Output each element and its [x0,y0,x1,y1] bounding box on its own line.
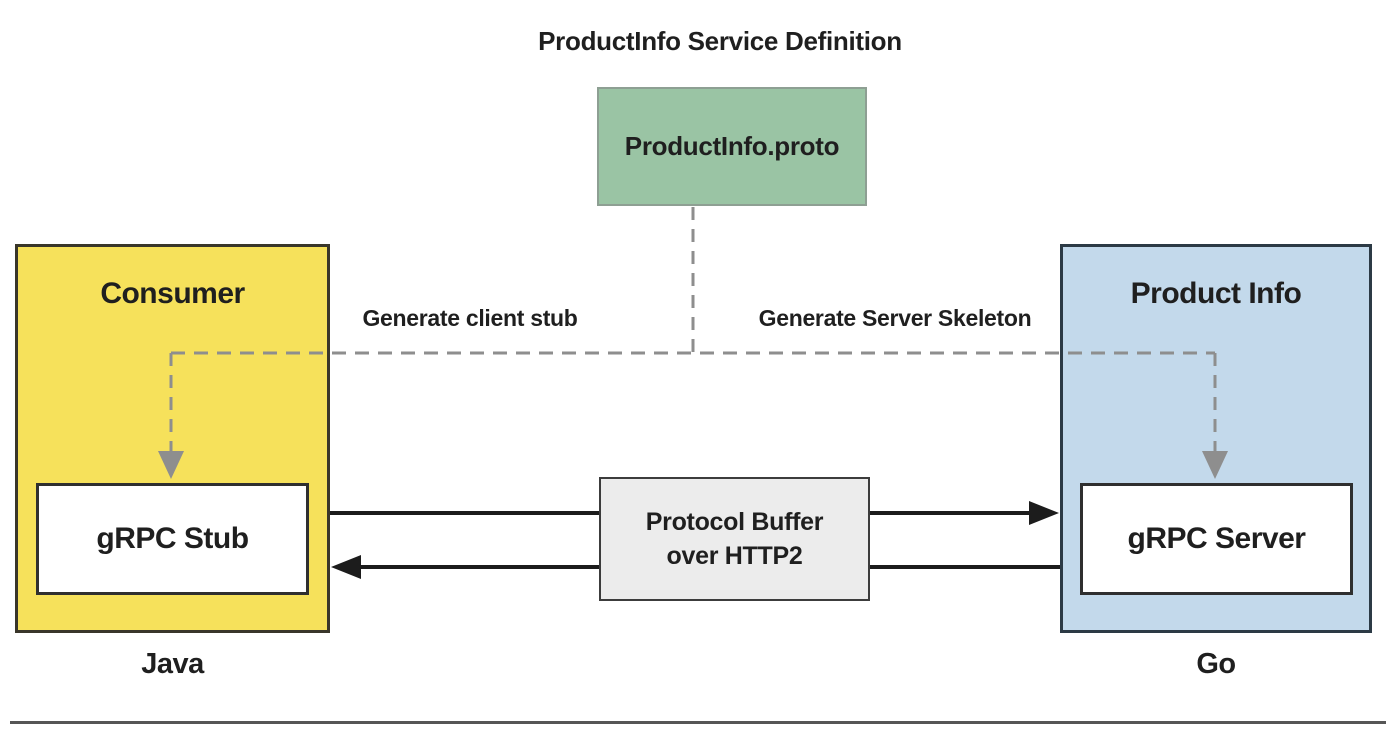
grpc-stub-label: gRPC Stub [96,522,249,555]
request-arrowhead-icon [1029,501,1059,525]
consumer-node-title: Consumer [100,277,245,310]
response-arrowhead-icon [331,555,361,579]
server-language-caption: Go [1196,648,1236,680]
protocol-buffer-label-line1: Protocol Buffer [645,508,824,536]
consumer-language-caption: Java [141,648,204,680]
protocol-buffer-node: Protocol Buffer over HTTP2 [599,477,870,601]
product-info-node: Product Info gRPC Server [1060,244,1372,633]
page-divider-rule [10,721,1386,724]
proto-file-node: ProductInfo.proto [597,87,867,206]
product-info-node-title: Product Info [1130,277,1302,310]
diagram-title: ProductInfo Service Definition [538,26,902,56]
grpc-server-node: gRPC Server [1080,483,1353,595]
generate-server-skeleton-label: Generate Server Skeleton [758,305,1032,331]
generate-client-stub-label: Generate client stub [362,305,578,331]
protocol-buffer-label-line2: over HTTP2 [666,542,803,570]
grpc-server-label: gRPC Server [1127,522,1306,555]
consumer-node: Consumer gRPC Stub [15,244,330,633]
proto-file-label: ProductInfo.proto [624,131,840,161]
grpc-stub-node: gRPC Stub [36,483,309,595]
